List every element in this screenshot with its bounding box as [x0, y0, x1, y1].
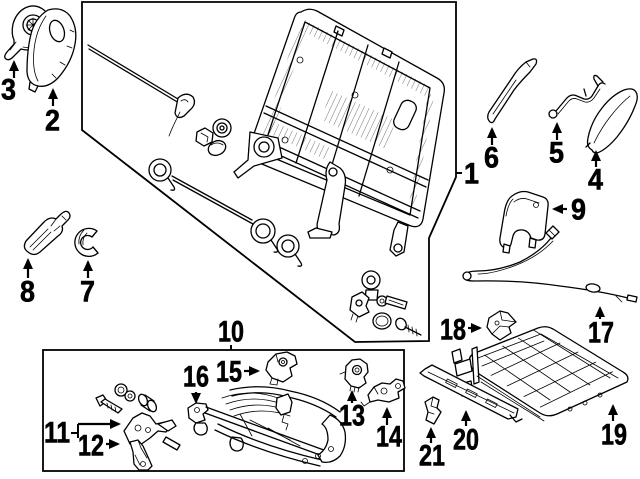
part-label-5: 5	[549, 137, 564, 170]
part-label-18: 18	[440, 314, 466, 347]
callout-16: 16	[183, 360, 209, 404]
callout-20: 20	[453, 410, 479, 457]
callout-8: 8	[20, 258, 35, 309]
part-20-side-rail-drawing	[419, 364, 523, 423]
part-label-20: 20	[453, 424, 479, 457]
assembly-box-part-10	[42, 349, 405, 472]
part-label-17: 17	[588, 317, 614, 350]
callout-14: 14	[376, 407, 403, 454]
part-2-side-cover-drawing	[26, 8, 77, 93]
callout-2: 2	[45, 88, 60, 138]
callout-17: 17	[588, 306, 614, 350]
part-label-21: 21	[419, 440, 445, 473]
part-label-12: 12	[78, 430, 104, 463]
callout-19: 19	[601, 404, 627, 452]
part-label-8: 8	[20, 276, 35, 309]
callout-1: 1	[456, 157, 479, 191]
part-8-hook-bracket-drawing	[23, 210, 71, 256]
part-label-14: 14	[376, 421, 402, 454]
part-21-shim-drawing	[424, 396, 442, 425]
part-label-16: 16	[183, 361, 209, 394]
assembly-box-part-1	[81, 1, 457, 343]
part-label-19: 19	[601, 419, 627, 452]
part-label-7: 7	[80, 276, 95, 309]
callout-9: 9	[552, 193, 586, 227]
callout-21: 21	[419, 427, 445, 473]
part-6-strap-drawing	[487, 58, 538, 124]
callout-6: 6	[484, 127, 499, 175]
part-label-15: 15	[216, 356, 242, 389]
callout-18: 18	[440, 313, 482, 347]
part-label-3: 3	[1, 74, 16, 107]
part-18-bracket-drawing	[486, 310, 517, 341]
part-label-11: 11	[44, 417, 70, 450]
callout-15: 15	[216, 355, 260, 389]
part-10-cushion-frame-drawing	[95, 351, 406, 471]
callout-7: 7	[80, 260, 95, 309]
part-17-cable-drawing	[462, 225, 638, 303]
callout-10: 10	[218, 315, 244, 350]
callout-4: 4	[588, 150, 604, 197]
part-label-1: 1	[464, 158, 479, 191]
callout-13: 13	[339, 390, 365, 433]
callout-12: 12	[78, 429, 120, 463]
part-1-seat-back-frame-drawing	[87, 8, 445, 337]
callout-11: 11	[44, 416, 121, 450]
part-4-trim-cover-drawing	[585, 88, 638, 154]
part-label-13: 13	[339, 400, 365, 433]
part-7-clamp-drawing	[74, 227, 99, 258]
part-label-2: 2	[45, 105, 60, 138]
part-label-9: 9	[571, 194, 586, 227]
part-9-cover-bracket-drawing	[499, 190, 549, 254]
part-label-4: 4	[588, 164, 603, 197]
callout-5: 5	[549, 122, 564, 170]
part-label-6: 6	[484, 142, 499, 175]
callout-3: 3	[1, 60, 19, 107]
part-label-10: 10	[218, 316, 244, 349]
part-5-wire-bracket-drawing	[548, 74, 606, 119]
